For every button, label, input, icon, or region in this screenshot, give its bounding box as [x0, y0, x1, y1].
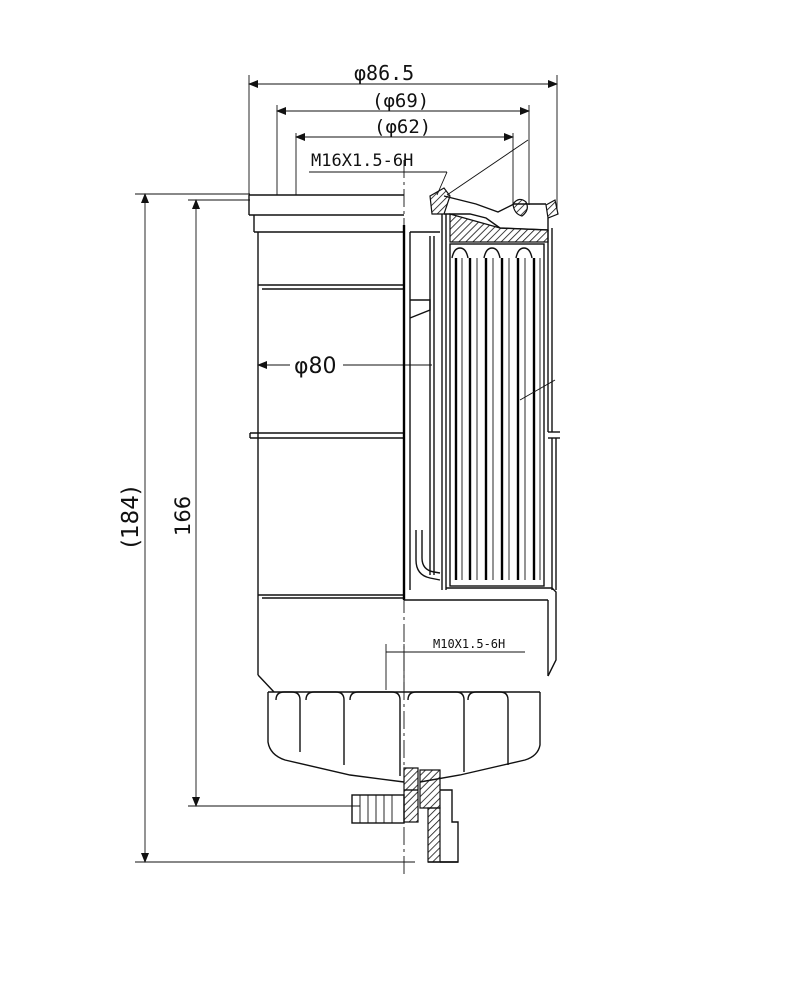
body-height-label: 166: [171, 496, 195, 536]
body-diameter-label: φ80: [294, 354, 337, 379]
drain-thread-label: M10X1.5-6H: [433, 637, 505, 651]
filter-exterior: [248, 194, 405, 824]
inner-seal-diameter-label: (φ62): [374, 116, 431, 138]
outer-diameter-label: φ86.5: [354, 61, 414, 85]
dimension-labels: φ86.5 (φ69) (φ62) M16X1.5-6H φ80 (184) 1…: [118, 61, 505, 651]
top-thread-label: M16X1.5-6H: [311, 151, 413, 171]
overall-height-label: (184): [118, 486, 144, 548]
seal-diameter-label: (φ69): [372, 90, 429, 112]
filter-section: [402, 187, 560, 863]
dimension-lines: [135, 75, 558, 863]
